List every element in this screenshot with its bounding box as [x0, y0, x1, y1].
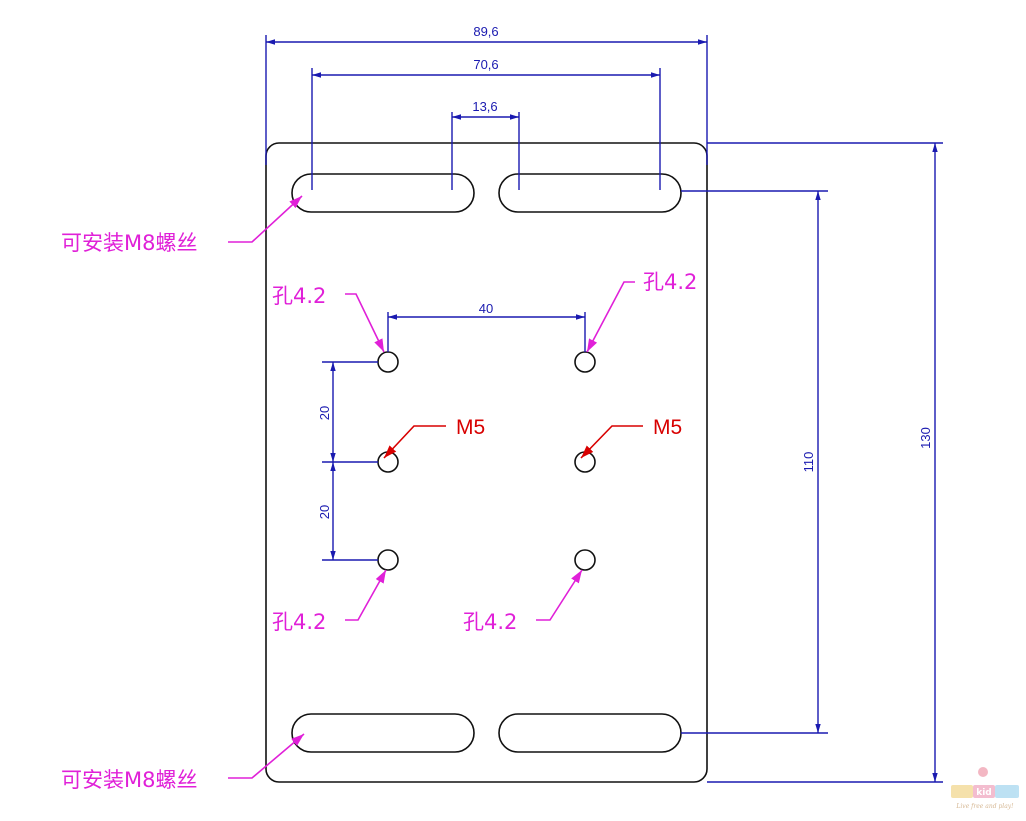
callout-m5-left: M5	[456, 416, 485, 439]
mounting-slots	[291, 173, 682, 753]
callout-hole-bottom-left: 孔4.2	[272, 610, 326, 634]
hole-4-2-top-left	[377, 351, 399, 373]
dim-slot-span: 70,6	[473, 57, 498, 72]
slot-bottom-left	[291, 713, 475, 753]
callout-m8-top: 可安装M8螺丝	[61, 231, 197, 255]
callout-leaders-magenta	[228, 195, 635, 779]
callout-hole-top-right: 孔4.2	[643, 270, 697, 294]
slot-top-right	[498, 173, 682, 213]
watermark-brand-box	[973, 785, 995, 798]
dimension-lines	[265, 35, 943, 783]
watermark-dot-icon	[978, 767, 988, 777]
watermark-brand: kid	[976, 788, 992, 798]
hole-m5-left	[377, 451, 399, 473]
slot-bottom-right	[498, 713, 682, 753]
hole-4-2-top-right	[574, 351, 596, 373]
plate-outline	[265, 142, 708, 783]
callout-m5-right: M5	[653, 416, 682, 439]
dim-hole-spacing-y-bottom: 20	[317, 505, 332, 519]
dim-hole-spacing-x: 40	[479, 301, 493, 316]
dim-slot-gap: 13,6	[472, 99, 497, 114]
dim-slot-center-distance: 110	[801, 452, 816, 473]
dim-overall-width: 89,6	[473, 24, 498, 39]
hole-4-2-bottom-left	[377, 549, 399, 571]
callout-hole-bottom-right: 孔4.2	[463, 610, 517, 634]
dim-overall-height: 130	[918, 427, 933, 449]
dim-hole-spacing-y-top: 20	[317, 406, 332, 420]
callout-hole-top-left: 孔4.2	[272, 284, 326, 308]
slot-top-left	[291, 173, 475, 213]
hole-4-2-bottom-right	[574, 549, 596, 571]
watermark-logo: kid Live free and play!	[951, 767, 1019, 810]
holes	[377, 351, 596, 571]
watermark-tagline: Live free and play!	[955, 803, 1014, 810]
callout-m8-bottom: 可安装M8螺丝	[61, 768, 197, 792]
callout-leaders-red	[383, 425, 643, 459]
